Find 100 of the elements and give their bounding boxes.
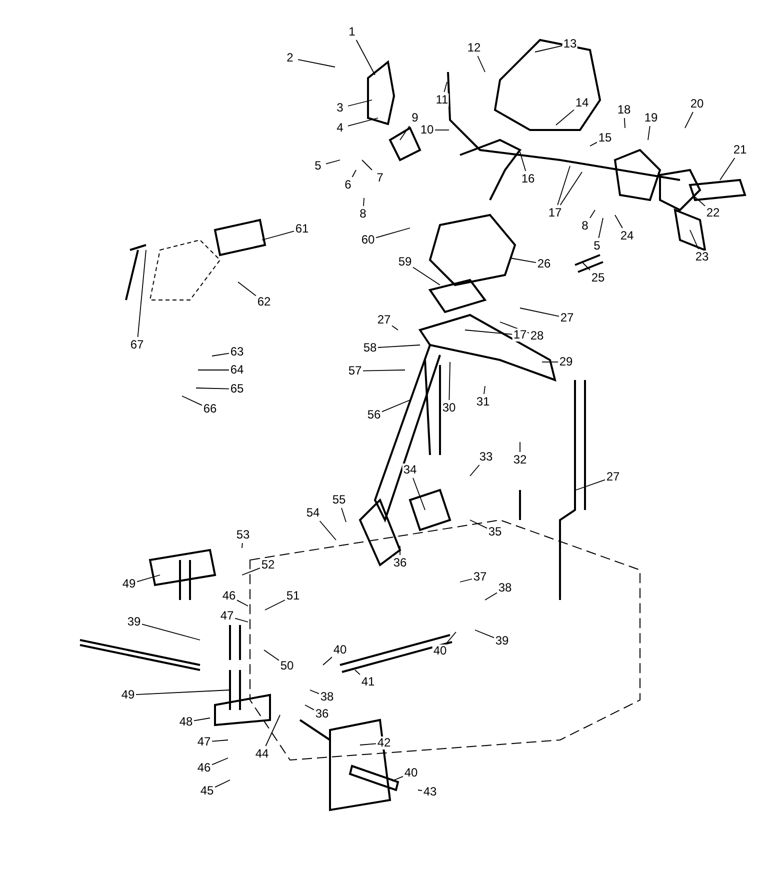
callout-number: 35	[487, 526, 503, 538]
callout-number: 57	[347, 364, 363, 378]
callout-number: 27	[559, 312, 575, 324]
callout-number: 66	[202, 402, 218, 416]
callout-number: 20	[689, 98, 705, 110]
leader-line	[142, 624, 200, 640]
callout-number: 59	[397, 256, 413, 268]
leader-line	[376, 228, 410, 238]
callout-number: 36	[314, 708, 330, 720]
leader-line	[470, 520, 488, 529]
leader-line	[319, 520, 336, 540]
leader-line	[264, 650, 280, 661]
leader-line	[614, 214, 623, 228]
leader-line	[326, 160, 340, 164]
leader-line	[348, 100, 372, 106]
leader-line	[590, 142, 598, 146]
leader-line	[262, 230, 294, 240]
callout-number: 45	[199, 784, 215, 798]
callout-number: 25	[590, 272, 606, 284]
callout-number: 21	[732, 144, 748, 156]
callout-number: 53	[235, 528, 251, 542]
leader-line	[310, 690, 320, 694]
callout-number: 3	[336, 102, 344, 114]
leader-line	[464, 330, 512, 335]
callout-number: 6	[344, 178, 352, 192]
callout-number: 27	[605, 470, 621, 484]
callout-number: 1	[348, 26, 356, 38]
leader-line	[510, 258, 536, 264]
callout-number: 31	[475, 396, 491, 408]
callout-number: 15	[597, 132, 613, 144]
callout-number: 13	[562, 38, 578, 50]
leader-line	[322, 656, 332, 666]
callout-number: 49	[121, 578, 137, 590]
callout-number: 17	[512, 328, 528, 342]
callout-number: 42	[376, 736, 392, 750]
callout-number: 16	[520, 172, 536, 186]
leader-line	[362, 370, 406, 372]
leader-line	[360, 743, 376, 746]
leader-line	[264, 600, 286, 610]
leader-line	[196, 388, 230, 390]
callout-number: 28	[529, 330, 545, 342]
callout-number: 52	[260, 558, 276, 572]
leader-line	[242, 568, 260, 576]
leader-line	[304, 704, 314, 710]
leader-line	[348, 118, 378, 126]
leader-line	[477, 56, 486, 72]
leader-line	[474, 630, 494, 638]
leader-line	[234, 618, 248, 622]
callout-number: 22	[705, 206, 721, 220]
leader-line	[520, 152, 526, 172]
callout-number: 38	[497, 582, 513, 594]
leader-line	[382, 400, 410, 412]
leader-line	[136, 690, 230, 696]
leader-line	[448, 362, 450, 400]
callout-number: 62	[256, 296, 272, 308]
callout-number: 5	[592, 240, 602, 252]
leader-line	[520, 308, 560, 317]
leader-line	[362, 160, 372, 170]
callout-number: 33	[478, 450, 494, 464]
callout-number: 11	[434, 94, 450, 106]
leader-line	[136, 574, 160, 582]
callout-number: 7	[376, 172, 384, 184]
callout-number: 49	[120, 688, 136, 702]
leader-line	[624, 118, 626, 128]
callout-number: 67	[129, 338, 145, 352]
callout-number: 36	[392, 556, 408, 570]
callout-number: 47	[219, 610, 235, 622]
callout-number: 58	[362, 342, 378, 354]
callout-number: 18	[616, 104, 632, 116]
callout-number: 44	[254, 748, 270, 760]
leader-line	[418, 790, 422, 792]
leader-line	[576, 479, 606, 490]
callout-number: 24	[619, 230, 635, 242]
callout-number: 19	[643, 112, 659, 124]
leader-line	[690, 230, 699, 250]
callout-number: 47	[196, 736, 212, 748]
leader-line	[444, 82, 448, 92]
callout-number: 51	[285, 590, 301, 602]
callout-number: 32	[512, 454, 528, 466]
leader-line	[446, 632, 456, 644]
leader-line	[684, 112, 694, 128]
leader-line	[648, 126, 650, 140]
leader-line	[265, 714, 280, 746]
callout-number: 23	[694, 250, 710, 264]
leader-line	[694, 196, 706, 206]
leader-line	[352, 170, 356, 178]
callout-number: 65	[229, 382, 245, 396]
callout-number: 43	[422, 786, 438, 798]
leader-line	[378, 344, 420, 348]
leader-line	[194, 718, 210, 722]
callout-number: 56	[366, 408, 382, 422]
callout-number: 10	[419, 124, 435, 136]
leader-line	[598, 218, 604, 238]
leader-line	[534, 45, 562, 52]
callout-number: 48	[178, 716, 194, 728]
leader-line	[412, 478, 426, 510]
leader-line	[470, 464, 480, 476]
callout-number: 40	[332, 644, 348, 656]
leader-line	[212, 740, 228, 742]
callout-number: 46	[221, 590, 237, 602]
